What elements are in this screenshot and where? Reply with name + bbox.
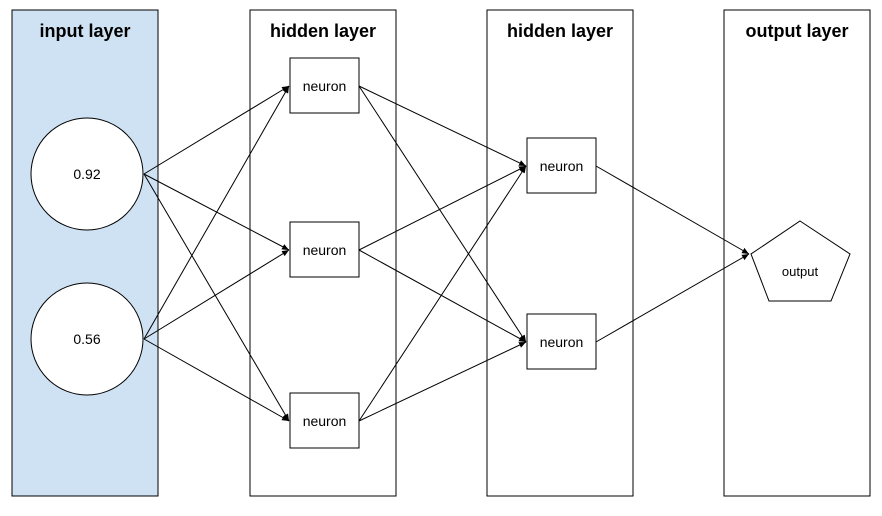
edge [358,165,527,251]
edges-hidden1-hidden2 [358,85,527,422]
edges-input-hidden1 [143,85,290,422]
edges-hidden2-output [595,165,750,343]
edge [595,253,750,343]
neuron-box [526,137,597,194]
input-node-value: 0.56 [73,331,100,347]
edge [143,249,290,340]
input-node-value: 0.92 [73,166,100,182]
output-label: output [782,264,819,279]
neuron-box [526,313,597,370]
edge [595,165,750,255]
layer-input-box [11,9,159,497]
neuron-box [289,57,360,114]
input-node: 0.56 [30,282,144,396]
hidden1-neuron: neuron [289,221,360,278]
neuron-label: neuron [540,334,584,350]
edge [358,165,527,422]
edge [143,85,290,340]
edge [358,85,527,343]
edge [358,249,527,343]
hidden2-neuron: neuron [526,137,597,194]
output-pentagon [750,220,851,302]
neuron-label: neuron [303,413,347,429]
input-node: 0.92 [30,117,144,231]
hidden2-neuron: neuron [526,313,597,370]
edge [143,338,290,422]
input-node-circle [30,117,144,231]
edge [143,85,290,175]
hidden1-neuron: neuron [289,57,360,114]
hidden1-neuron: neuron [289,392,360,449]
layer-output-title: output layer [745,21,848,41]
edge [358,85,527,167]
input-node-circle [30,282,144,396]
output-node: output [750,220,851,302]
edge [143,173,290,422]
neuron-box [289,392,360,449]
neuron-box [289,221,360,278]
layer-hidden-2-box [486,9,634,497]
layer-hidden-2: hidden layer [486,9,634,497]
neuron-label: neuron [540,158,584,174]
layer-hidden-2-title: hidden layer [507,21,613,41]
neuron-label: neuron [303,78,347,94]
edge [358,341,527,422]
layer-hidden-1-title: hidden layer [270,21,376,41]
neuron-label: neuron [303,242,347,258]
layer-input: input layer [11,9,159,497]
layer-input-title: input layer [39,21,130,41]
